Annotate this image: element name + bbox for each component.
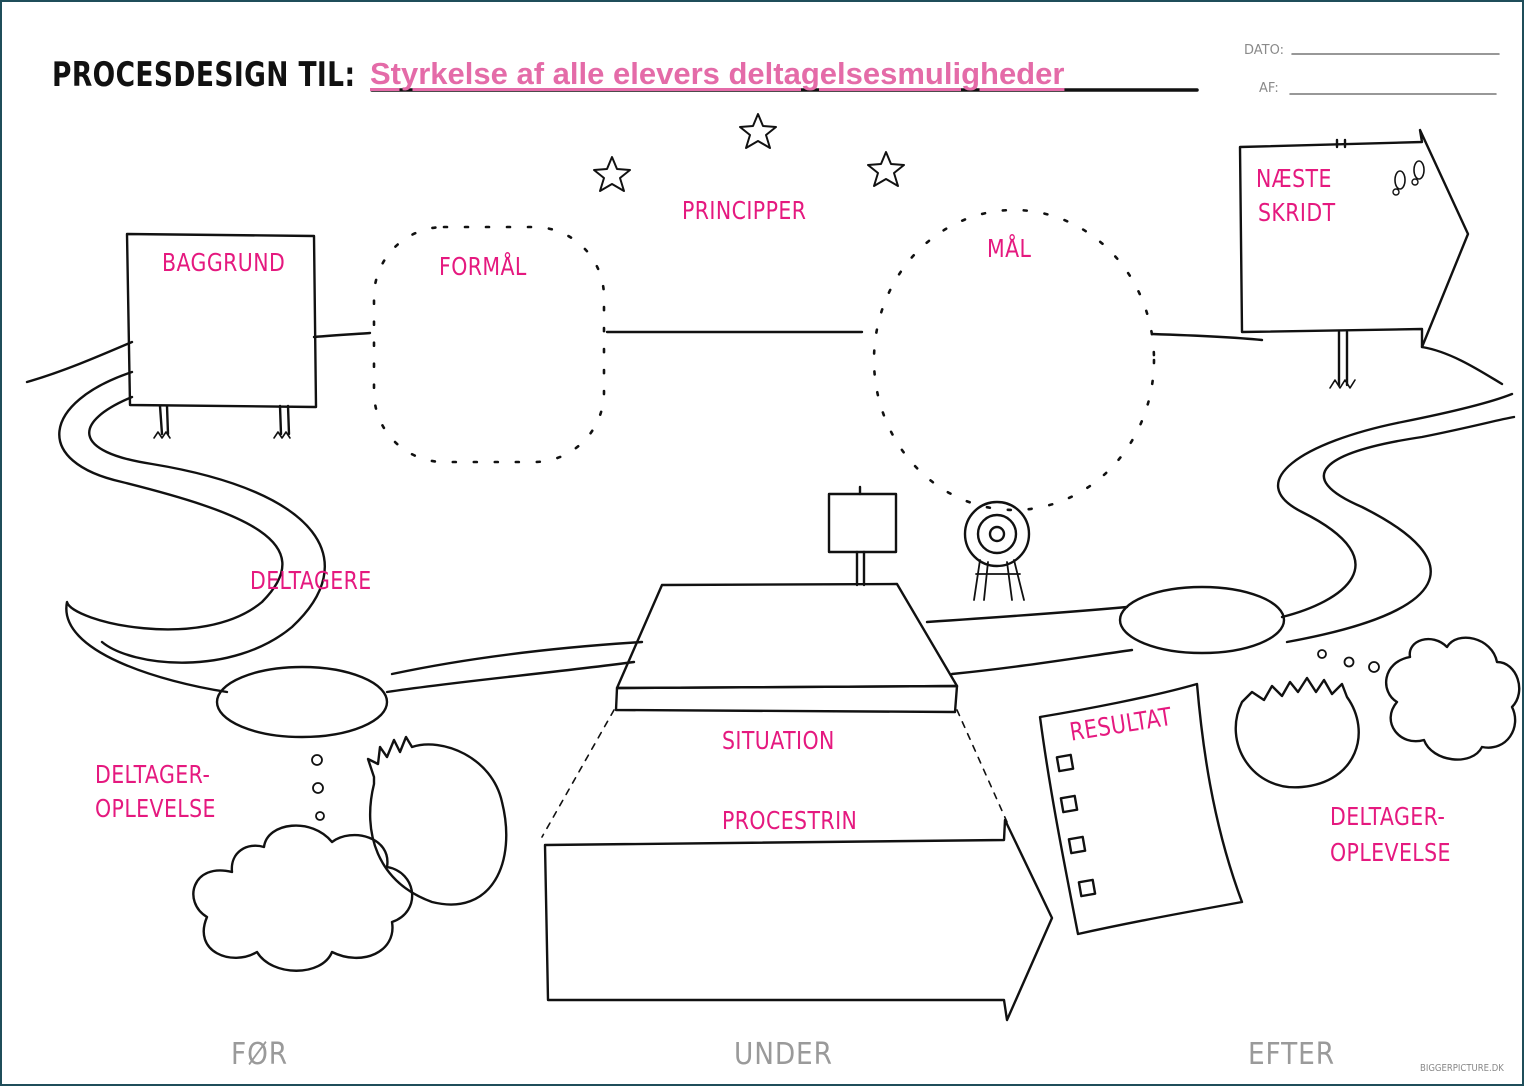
spiky-bubble-right: [1234, 676, 1360, 789]
label-skridt: SKRIDT: [1258, 198, 1336, 227]
stage-sign: [827, 492, 898, 554]
road-upper-edge-right: [925, 605, 1129, 624]
road-upper-edge: [390, 640, 644, 676]
label-deltager-left-2: OPLEVELSE: [95, 794, 216, 823]
stone-left: [215, 665, 389, 739]
procestrin-arrow: [543, 818, 1054, 1022]
label-maal: MÅL: [987, 234, 1032, 263]
naeste-arrow-sign: [1238, 128, 1470, 349]
road-left-outer: [58, 370, 284, 694]
road-lower-edge-right: [950, 648, 1134, 676]
phase-efter: EFTER: [1248, 1037, 1335, 1072]
target: [963, 500, 1031, 568]
label-deltager-left-1: DELTAGER-: [95, 760, 211, 789]
credit-text: BIGGERPICTURE.DK: [1420, 1063, 1504, 1074]
label-deltagere: DELTAGERE: [250, 566, 372, 595]
label-situation: SITUATION: [722, 726, 835, 755]
label-deltager-right-1: DELTAGER-: [1330, 802, 1446, 831]
label-principper: PRINCIPPER: [682, 196, 807, 225]
phase-foer: FØR: [231, 1037, 288, 1072]
resultat-paper: [1038, 682, 1244, 936]
horizon-mid1: [312, 331, 372, 339]
date-label: DATO:: [1244, 43, 1284, 58]
page-title: PROCESDESIGN TIL:: [52, 55, 356, 95]
road-left-inner: [88, 395, 326, 664]
horizon-left: [25, 340, 134, 384]
star-3: [867, 151, 905, 187]
process-subject: Styrkelse af alle elevers deltagelsesmul…: [370, 56, 1065, 91]
thought-cloud-left: [192, 824, 414, 972]
road-lower-edge: [385, 660, 636, 694]
horizon-right: [1150, 332, 1504, 386]
road-right-inner: [1285, 415, 1516, 644]
baggrund-board: [125, 232, 318, 409]
stage-top: [615, 582, 959, 690]
stone-right: [1118, 585, 1286, 655]
label-baggrund: BAGGRUND: [162, 248, 286, 277]
formaal-box: [372, 225, 606, 464]
thought-cloud-right: [1385, 636, 1521, 761]
phase-under: UNDER: [734, 1037, 833, 1072]
stage-front: [614, 684, 959, 714]
by-label: AF:: [1259, 81, 1279, 96]
label-formaal: FORMÅL: [439, 252, 527, 281]
road-right-outer: [1277, 392, 1514, 619]
maal-circle: [872, 208, 1156, 512]
star-2: [593, 156, 631, 192]
star-1: [739, 113, 777, 149]
label-deltager-right-2: OPLEVELSE: [1330, 838, 1451, 867]
spiky-bubble-left: [366, 735, 508, 906]
label-naeste: NÆSTE: [1256, 164, 1332, 193]
label-procestrin: PROCESTRIN: [722, 806, 858, 835]
